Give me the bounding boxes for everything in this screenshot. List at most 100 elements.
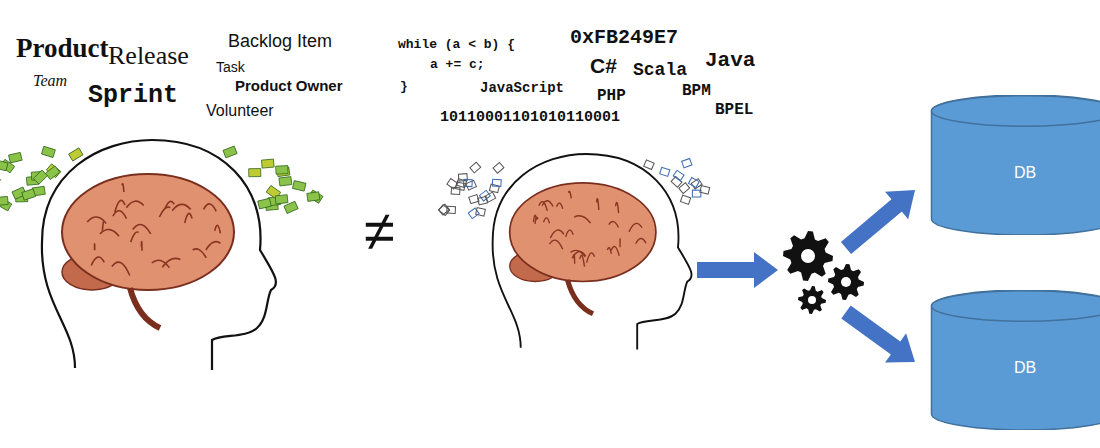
brain-fold <box>629 223 642 231</box>
gear <box>798 286 826 314</box>
word-cloud-term: Task <box>216 60 245 75</box>
brain-fold <box>185 213 192 223</box>
brain-fold <box>141 242 143 251</box>
database-cylinder: DB <box>930 290 1100 430</box>
tech-doodle <box>468 208 479 219</box>
head-outline <box>42 140 276 370</box>
word-cloud-term: Sprint <box>88 82 178 110</box>
brain-fold <box>587 253 595 263</box>
money-note <box>0 160 8 171</box>
tech-doodle <box>644 160 654 170</box>
brain-fold <box>566 230 573 237</box>
tech-term: BPEL <box>715 102 753 120</box>
head-outline <box>493 154 692 350</box>
brain-fold <box>215 225 221 233</box>
tech-doodle <box>673 170 684 180</box>
tech-head <box>438 154 709 350</box>
brain-fold <box>616 202 619 213</box>
brain-fold <box>91 257 104 265</box>
money-note <box>292 181 305 191</box>
brain-fold <box>152 260 169 268</box>
money-note <box>276 166 288 175</box>
tech-term: BPM <box>682 83 711 101</box>
flow-arrow <box>841 190 915 254</box>
not-equal-sign: ≠ <box>364 200 395 262</box>
brain-fold <box>549 240 562 249</box>
tech-doodle <box>478 196 488 205</box>
money-note <box>45 166 59 180</box>
cylinder-top <box>932 291 1100 322</box>
tech-doodle <box>493 162 504 173</box>
money-note <box>42 146 56 157</box>
brain-fold <box>204 204 217 212</box>
database-label: DB <box>930 359 1100 377</box>
brain-fold <box>112 262 130 275</box>
word-cloud-term: Product <box>16 34 109 64</box>
tech-doodle <box>466 180 477 190</box>
brain <box>510 183 656 282</box>
word-cloud-term: Volunteer <box>206 102 274 120</box>
tech-doodle <box>680 195 690 204</box>
money-note <box>223 146 237 158</box>
database-label: DB <box>930 164 1100 182</box>
tech-term: JavaScript <box>480 81 564 96</box>
gear <box>783 231 833 281</box>
brain-fold <box>122 184 124 192</box>
money-note <box>261 159 274 168</box>
brain-fold <box>636 238 646 243</box>
brain-fold <box>165 201 174 208</box>
money-head <box>0 140 323 370</box>
brain-fold <box>206 242 221 250</box>
tech-doodle <box>489 184 499 193</box>
brain-fold <box>131 232 139 242</box>
brain-fold <box>533 215 536 222</box>
code-line: a += c; <box>430 58 485 72</box>
gear-hole <box>841 277 851 287</box>
money-note <box>275 195 288 204</box>
brain-fold <box>570 250 585 256</box>
money-note <box>9 152 22 162</box>
money-note <box>33 170 47 184</box>
money-note <box>258 198 271 208</box>
money-note <box>0 174 1 188</box>
database-cylinder: DB <box>930 95 1100 235</box>
brain-fold <box>568 191 571 198</box>
tech-doodle <box>700 186 710 195</box>
brain-fold <box>126 201 143 208</box>
brain-fold <box>597 199 599 210</box>
money-note <box>279 177 292 186</box>
brain-fold <box>539 202 547 211</box>
money-note <box>22 189 36 200</box>
brain-fold <box>557 203 563 209</box>
word-cloud-term: Release <box>108 42 189 71</box>
brain-fold <box>619 239 620 247</box>
tech-term: PHP <box>597 88 626 106</box>
code-line: while (a < b) { <box>398 38 515 52</box>
gear <box>828 264 864 300</box>
brain-fold <box>609 222 619 228</box>
brain-stem <box>130 288 160 328</box>
tech-doodle <box>476 208 486 217</box>
brain <box>62 174 234 290</box>
tech-doodle <box>660 167 670 176</box>
brain-fold <box>574 216 590 223</box>
gear-hole <box>801 249 815 263</box>
word-cloud-term: Product Owner <box>235 78 343 95</box>
money-note <box>307 192 320 202</box>
money-note <box>69 148 83 161</box>
money-note <box>0 196 8 205</box>
flow-arrow <box>841 306 915 363</box>
gear-hole <box>808 296 816 304</box>
word-cloud-term: Team <box>33 72 67 90</box>
brain-fold <box>87 217 106 223</box>
tech-doodle <box>456 182 466 190</box>
brain-fold <box>580 255 585 266</box>
tech-doodle <box>492 179 501 186</box>
brain-stem <box>568 280 594 314</box>
binary-string: 10110001101010110001 <box>440 110 620 127</box>
brain-fold <box>94 244 96 250</box>
tech-term: Scala <box>633 61 687 81</box>
brain-fold <box>102 221 104 231</box>
word-cloud-term: Backlog Item <box>228 32 332 52</box>
tech-term: C# <box>590 54 617 77</box>
